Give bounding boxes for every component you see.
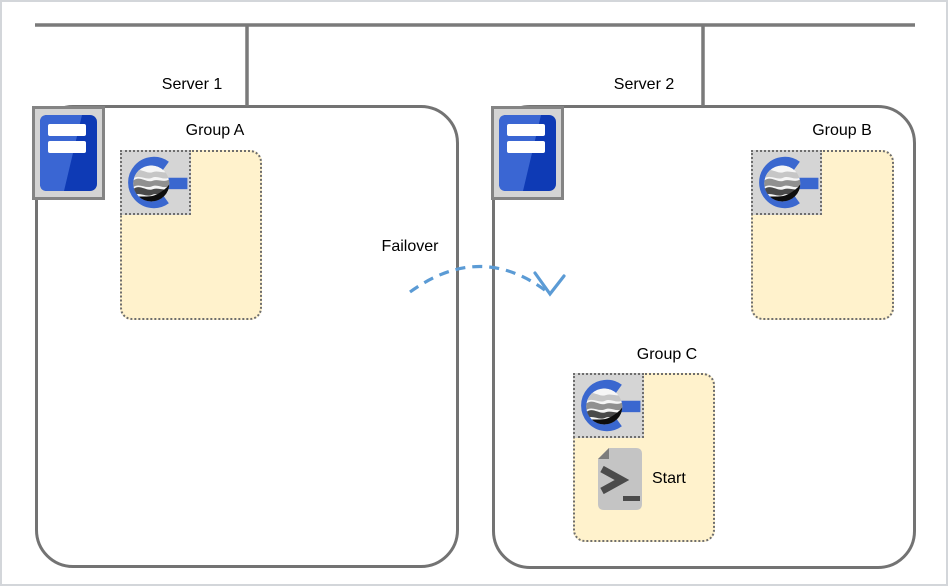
cluster-g-logo-icon [573, 373, 644, 438]
server-tower-icon-art [499, 115, 556, 191]
server-2-box [492, 105, 916, 569]
cluster-g-logo-icon [751, 150, 822, 215]
server-tower-icon [32, 106, 105, 200]
failover-label: Failover [381, 238, 439, 255]
group-c-label: Group C [636, 346, 698, 363]
server-2-label: Server 2 [613, 76, 675, 93]
cluster-g-logo-art [758, 156, 818, 209]
start-script-label: Start [652, 470, 686, 487]
start-script-icon-art [598, 448, 642, 510]
group-b-label: Group B [812, 122, 872, 139]
server-tower-icon [491, 106, 564, 200]
server-1-label: Server 1 [161, 76, 223, 93]
group-a-label: Group A [185, 122, 245, 139]
server-tower-icon-art [40, 115, 97, 191]
group-b-container [751, 150, 894, 320]
cluster-g-logo-icon [120, 150, 191, 215]
cluster-g-logo-art [580, 379, 640, 432]
cluster-g-logo-art [127, 156, 187, 209]
start-script-icon [596, 447, 644, 511]
server-1-box [35, 105, 459, 568]
